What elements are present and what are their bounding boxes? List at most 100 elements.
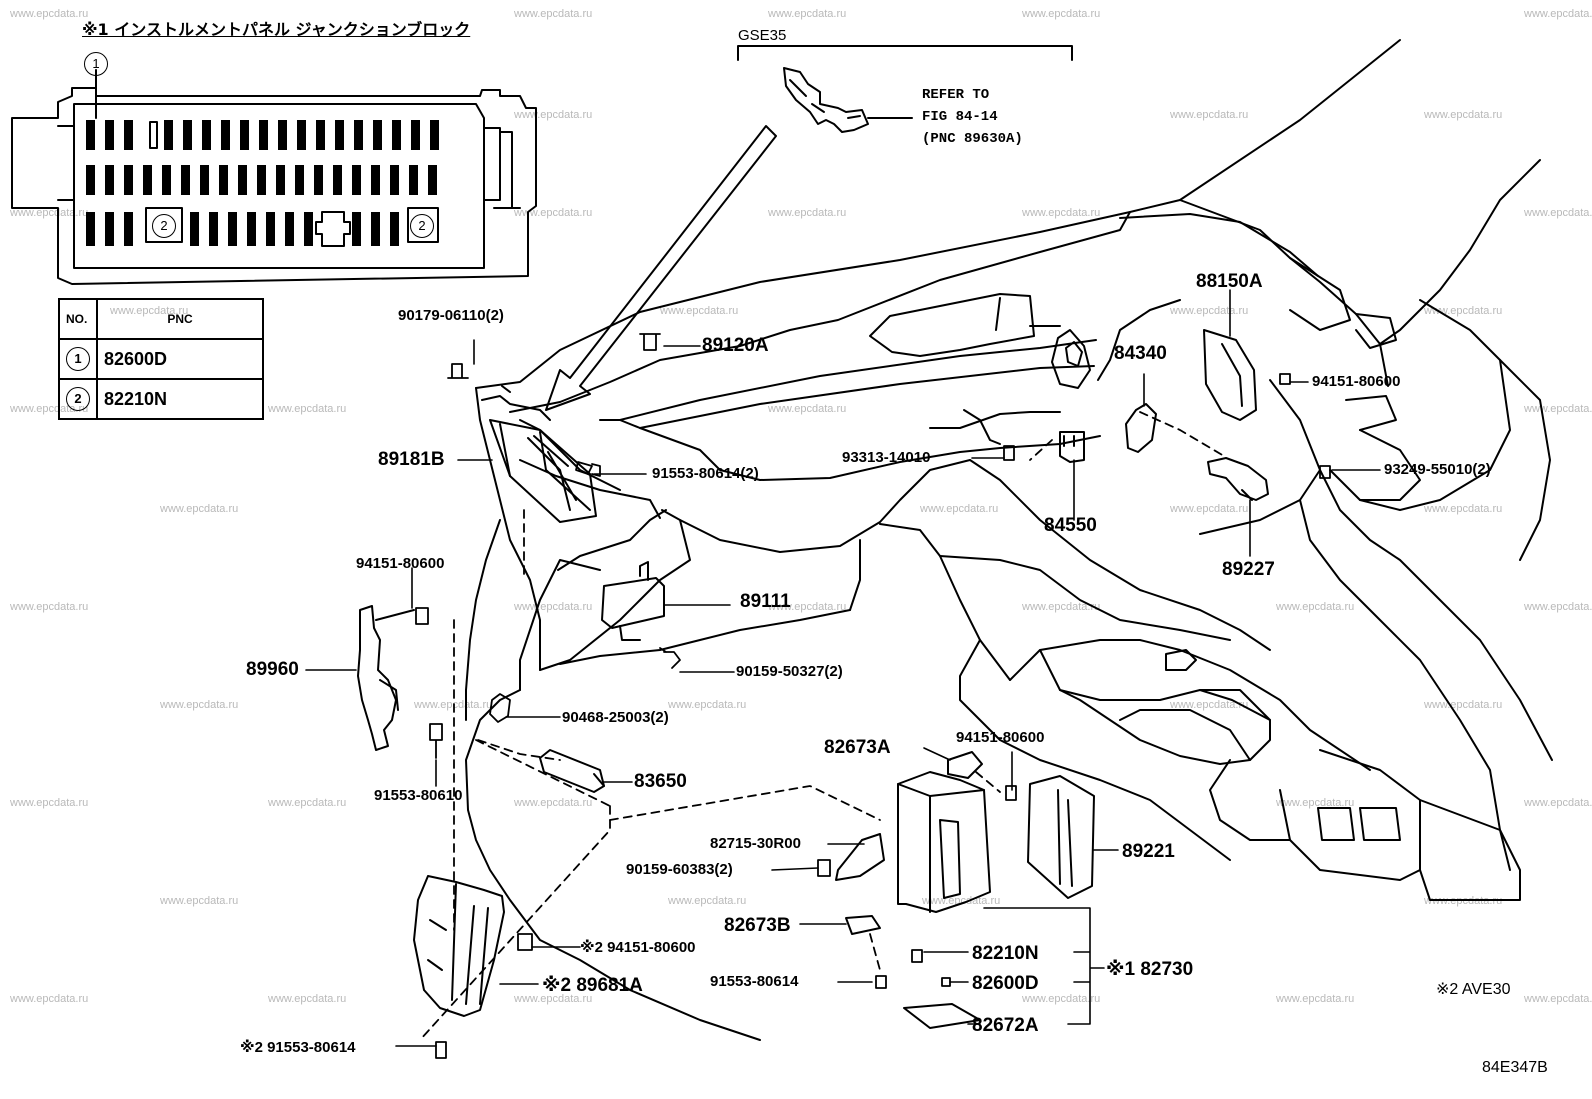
watermark: www.epcdata.ru	[768, 207, 847, 219]
gse35-label: GSE35	[738, 27, 787, 44]
big-arrow	[545, 125, 777, 411]
leader-lines	[95, 69, 1381, 1047]
row-no: 2	[58, 378, 98, 420]
dashboard-body	[465, 39, 1553, 1041]
watermark: www.epcdata.ru	[660, 305, 739, 317]
watermark: www.epcdata.ru	[514, 109, 593, 121]
row-pnc: 82210N	[96, 378, 264, 420]
watermark: www.epcdata.ru	[514, 207, 593, 219]
watermark: www.epcdata.ru	[1022, 207, 1101, 219]
part-label-91553-80614-c: ※2 91553-80614	[240, 1039, 356, 1056]
watermark: www.epcdata.ru	[10, 8, 89, 20]
part-label-90179-06110: 90179-06110(2)	[398, 307, 504, 324]
part-label-82715-30r00: 82715-30R00	[710, 835, 801, 852]
part-label-91553-80614-2: 91553-80614(2)	[652, 465, 759, 482]
part-label-82730: ※1 82730	[1106, 959, 1194, 980]
watermark: www.epcdata.ru	[160, 895, 239, 907]
watermark: www.epcdata.ru	[268, 797, 347, 809]
row-no-circle: 2	[66, 387, 90, 411]
part-label-82210n: 82210N	[972, 943, 1039, 964]
table-row: 1 82600D	[58, 338, 264, 380]
callout-1: 1	[84, 52, 108, 76]
bracket-89960-drawing	[357, 605, 415, 751]
watermark: www.epcdata.ru	[668, 699, 747, 711]
watermark: www.epcdata.ru	[1170, 699, 1249, 711]
part-label-84340: 84340	[1114, 343, 1167, 364]
part-label-90159-50327: 90159-50327(2)	[736, 663, 843, 680]
watermark: www.epcdata.ru	[268, 403, 347, 415]
row-pnc: 82600D	[96, 338, 264, 380]
part-label-89111: 89111	[740, 591, 791, 612]
watermark: www.epcdata.ru	[10, 797, 89, 809]
part-label-89120a: 89120A	[702, 335, 769, 356]
pnc-table: NO. PNC 1 82600D 2 82210N	[58, 298, 264, 420]
watermark: www.epcdata.ru	[768, 8, 847, 20]
watermark: www.epcdata.ru	[920, 503, 999, 515]
watermark: www.epcdata.ru	[1524, 601, 1592, 613]
watermark: www.epcdata.ru	[10, 601, 89, 613]
header-pnc: PNC	[96, 298, 264, 340]
dashed-leaders	[419, 411, 1225, 1041]
part-83650-drawing	[539, 749, 605, 793]
watermark: www.epcdata.ru	[10, 403, 89, 415]
watermark: www.epcdata.ru	[1524, 403, 1592, 415]
watermark: www.epcdata.ru	[1524, 8, 1592, 20]
part-label-88150a: 88150A	[1196, 271, 1263, 292]
module-89111-drawing	[601, 561, 665, 641]
watermark: www.epcdata.ru	[1424, 699, 1503, 711]
ecu-89681a-drawing	[413, 875, 505, 1017]
watermark: www.epcdata.ru	[768, 403, 847, 415]
part-label-94151-80600-a: 94151-80600	[356, 555, 445, 572]
pnc-table-header: NO. PNC	[58, 298, 264, 340]
refer-line-2: FIG 84-14	[922, 109, 998, 125]
watermark: www.epcdata.ru	[1170, 109, 1249, 121]
row-no: 1	[58, 338, 98, 380]
part-label-91553-80614-b: 91553-80614	[710, 973, 799, 990]
watermark: www.epcdata.ru	[1424, 503, 1503, 515]
callout-2: 2	[152, 214, 176, 238]
watermark: www.epcdata.ru	[1276, 601, 1355, 613]
watermark: www.epcdata.ru	[160, 503, 239, 515]
part-label-89181b: 89181B	[378, 449, 445, 470]
watermark: www.epcdata.ru	[922, 895, 1001, 907]
part-label-89227: 89227	[1222, 559, 1275, 580]
unit-89221-drawing	[1027, 775, 1095, 899]
watermark: www.epcdata.ru	[668, 895, 747, 907]
watermark: www.epcdata.ru	[514, 8, 593, 20]
part-label-82673a: 82673A	[824, 737, 891, 758]
part-label-82600d: 82600D	[972, 973, 1039, 994]
watermark: www.epcdata.ru	[160, 699, 239, 711]
part-label-90159-60383: 90159-60383(2)	[626, 861, 733, 878]
watermark: www.epcdata.ru	[268, 993, 347, 1005]
watermark: www.epcdata.ru	[514, 601, 593, 613]
watermark: www.epcdata.ru	[1424, 109, 1503, 121]
watermark: www.epcdata.ru	[1170, 503, 1249, 515]
watermark: www.epcdata.ru	[1276, 797, 1355, 809]
junction-block-drawing	[11, 69, 537, 285]
watermark: www.epcdata.ru	[1424, 305, 1503, 317]
watermark: www.epcdata.ru	[10, 207, 89, 219]
junction-block-82730-drawing	[897, 771, 991, 913]
watermark: www.epcdata.ru	[1524, 207, 1592, 219]
refer-line-3: (PNC 89630A)	[922, 131, 1023, 147]
part-label-90468-25003: 90468-25003(2)	[562, 709, 669, 726]
part-label-89960: 89960	[246, 659, 299, 680]
part-label-93313-14010: 93313-14010	[842, 449, 931, 466]
row-no-circle: 1	[66, 347, 90, 371]
watermark: www.epcdata.ru	[10, 993, 89, 1005]
watermark: www.epcdata.ru	[1524, 797, 1592, 809]
refer-line-1: REFER TO	[922, 87, 990, 103]
watermark: www.epcdata.ru	[768, 601, 847, 613]
module-89181b-drawing	[481, 385, 597, 523]
right-parts-drawing	[1059, 329, 1269, 501]
part-label-94151-80600-d: ※2 94151-80600	[580, 939, 696, 956]
junction-block-title: ※1 インストルメントパネル ジャンクションブロック	[82, 20, 471, 39]
gse35-bracket-part	[783, 67, 913, 133]
watermark: www.epcdata.ru	[1022, 8, 1101, 20]
callout-2: 2	[410, 214, 434, 238]
watermark: www.epcdata.ru	[1524, 993, 1592, 1005]
part-label-93249-55010: 93249-55010(2)	[1384, 461, 1491, 478]
part-label-94151-80600-c: 94151-80600	[956, 729, 1045, 746]
